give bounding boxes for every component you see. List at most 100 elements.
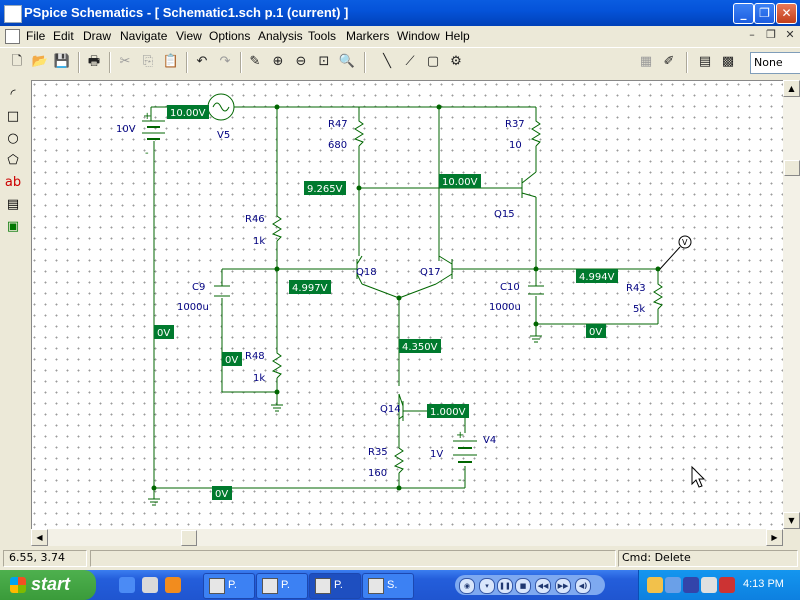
redraw-icon[interactable]: ✎ [249, 54, 261, 69]
previous-icon[interactable]: ◀◀ [535, 578, 551, 594]
tray-network-icon[interactable] [665, 577, 681, 593]
zoom-fit-icon[interactable]: 🔍 [338, 54, 356, 69]
picture-tool-icon[interactable]: ▣ [6, 219, 20, 234]
close-button[interactable]: ✕ [776, 3, 797, 24]
media-quicklaunch-icon[interactable] [165, 577, 181, 593]
toolbar-separator [686, 52, 688, 73]
scroll-up-icon[interactable]: ▲ [783, 80, 800, 97]
menu-markers[interactable]: Markers [346, 29, 390, 43]
text-tool-icon[interactable]: ab [4, 175, 22, 190]
taskbar-item-pspice-1[interactable]: P. [203, 573, 255, 599]
document-icon[interactable] [5, 29, 20, 44]
polyline-tool-icon[interactable]: ⬠ [7, 153, 19, 168]
cut-icon[interactable]: ✂ [119, 54, 131, 69]
zoom-in-icon[interactable]: ⊕ [272, 54, 284, 69]
schematic-canvas[interactable]: + - 10V V5 [31, 80, 784, 530]
menu-navigate[interactable]: Navigate [120, 29, 168, 43]
pause-icon[interactable]: ❚❚ [497, 578, 513, 594]
vertical-scroll-thumb[interactable] [784, 160, 800, 176]
tray-folder-icon[interactable] [647, 577, 663, 593]
resistor-r43 [652, 281, 663, 310]
draw-bus-icon[interactable]: ⟋ [405, 54, 415, 69]
ground-symbols [148, 324, 542, 506]
command-pane [618, 550, 798, 567]
tray-antivirus-icon[interactable] [719, 577, 735, 593]
vertical-scrollbar[interactable]: ▲ ▼ [783, 80, 800, 529]
undo-icon[interactable]: ↶ [196, 54, 208, 69]
menu-file[interactable]: File [26, 29, 46, 43]
source-v5[interactable]: V5 [207, 93, 235, 141]
horizontal-scrollbar[interactable]: ◀ ▶ [31, 529, 783, 546]
menu-edit[interactable]: Edit [53, 29, 74, 43]
stop-icon[interactable]: ■ [515, 578, 531, 594]
taskbar-item-pspice-3[interactable]: P. [309, 573, 361, 599]
volume-icon[interactable]: ◀) [575, 578, 591, 594]
toolbar-separator [240, 52, 242, 73]
pspice-app-icon[interactable] [4, 5, 22, 23]
battery-v4[interactable]: + - [453, 430, 477, 486]
ie-quicklaunch-icon[interactable] [119, 577, 135, 593]
circle-tool-icon[interactable]: ○ [7, 131, 19, 146]
media-player-bar[interactable]: ◉ ▾ ❚❚ ■ ◀◀ ▶▶ ◀) [455, 575, 605, 595]
text-box-tool-icon[interactable]: ▤ [6, 197, 20, 212]
maximize-button[interactable]: ❐ [754, 3, 775, 24]
scroll-down-icon[interactable]: ▼ [783, 512, 800, 529]
tray-security-icon[interactable] [701, 577, 717, 593]
v4-value: 1V [430, 449, 443, 460]
simulate-icon[interactable]: ▩ [721, 54, 735, 69]
battery-10v[interactable]: + - 10V [116, 111, 165, 159]
mdi-close-icon[interactable]: ✕ [785, 28, 795, 41]
scroll-left-icon[interactable]: ◀ [31, 529, 48, 546]
edit-symbol-icon[interactable]: ▦ [639, 54, 653, 69]
menu-draw[interactable]: Draw [83, 29, 112, 43]
start-label: start [31, 574, 71, 594]
arc-tool-icon[interactable]: ◜ [10, 87, 16, 102]
scroll-right-icon[interactable]: ▶ [766, 529, 783, 546]
redo-icon[interactable]: ↷ [219, 54, 231, 69]
menu-bar: File Edit Draw Navigate View Options Ana… [0, 26, 800, 46]
zoom-out-icon[interactable]: ⊖ [295, 54, 307, 69]
get-part-icon[interactable]: ⚙ [450, 54, 462, 69]
voltage-probe[interactable]: V [659, 235, 692, 270]
paste-icon[interactable]: 📋 [162, 54, 180, 69]
menu-options[interactable]: Options [209, 29, 251, 43]
menu-analysis[interactable]: Analysis [258, 29, 303, 43]
r48-value: 1k [253, 373, 265, 384]
media-menu-icon[interactable]: ▾ [479, 578, 495, 594]
save-icon[interactable]: 💾 [53, 54, 71, 69]
battery-10v-label: 10V [116, 124, 136, 135]
draw-block-icon[interactable]: ▢ [426, 54, 440, 69]
menu-view[interactable]: View [176, 29, 202, 43]
resistor-r47 [353, 116, 364, 147]
setup-analysis-icon[interactable]: ▤ [698, 54, 712, 69]
zoom-area-icon[interactable]: ⊡ [318, 54, 330, 69]
attribute-combo[interactable]: None [750, 52, 800, 74]
desktop-quicklaunch-icon[interactable] [142, 577, 158, 593]
next-icon[interactable]: ▶▶ [555, 578, 571, 594]
open-folder-icon[interactable]: 📂 [31, 54, 49, 69]
new-file-icon[interactable]: 🗋 [11, 54, 23, 69]
draw-wire-icon[interactable]: ╲ [383, 54, 391, 69]
task-label: P. [281, 579, 290, 591]
copy-icon[interactable]: ⎘ [142, 54, 154, 69]
mdi-minimize-icon[interactable]: – [749, 28, 755, 41]
tray-monitor-icon[interactable] [683, 577, 699, 593]
toolbar-separator [186, 52, 188, 73]
media-logo-icon[interactable]: ◉ [459, 578, 475, 594]
minimize-button[interactable]: _ [733, 3, 754, 24]
box-tool-icon[interactable]: □ [6, 109, 20, 124]
clock[interactable]: 4:13 PM [743, 578, 784, 590]
menu-help[interactable]: Help [445, 29, 470, 43]
attribute-combo-value: None [754, 56, 783, 69]
start-button[interactable]: start [0, 570, 96, 600]
menu-tools[interactable]: Tools [308, 29, 337, 43]
print-icon[interactable]: 🖶 [87, 54, 101, 69]
q14-emitter [398, 415, 404, 420]
taskbar-item-pspice-2[interactable]: P. [256, 573, 308, 599]
menu-window[interactable]: Window [397, 29, 440, 43]
horizontal-scroll-thumb[interactable] [181, 530, 197, 546]
task-label: S. [387, 579, 398, 591]
edit-attributes-icon[interactable]: ✐ [663, 54, 675, 69]
mdi-restore-icon[interactable]: ❐ [766, 28, 776, 41]
taskbar-item-schematics[interactable]: S. [362, 573, 414, 599]
